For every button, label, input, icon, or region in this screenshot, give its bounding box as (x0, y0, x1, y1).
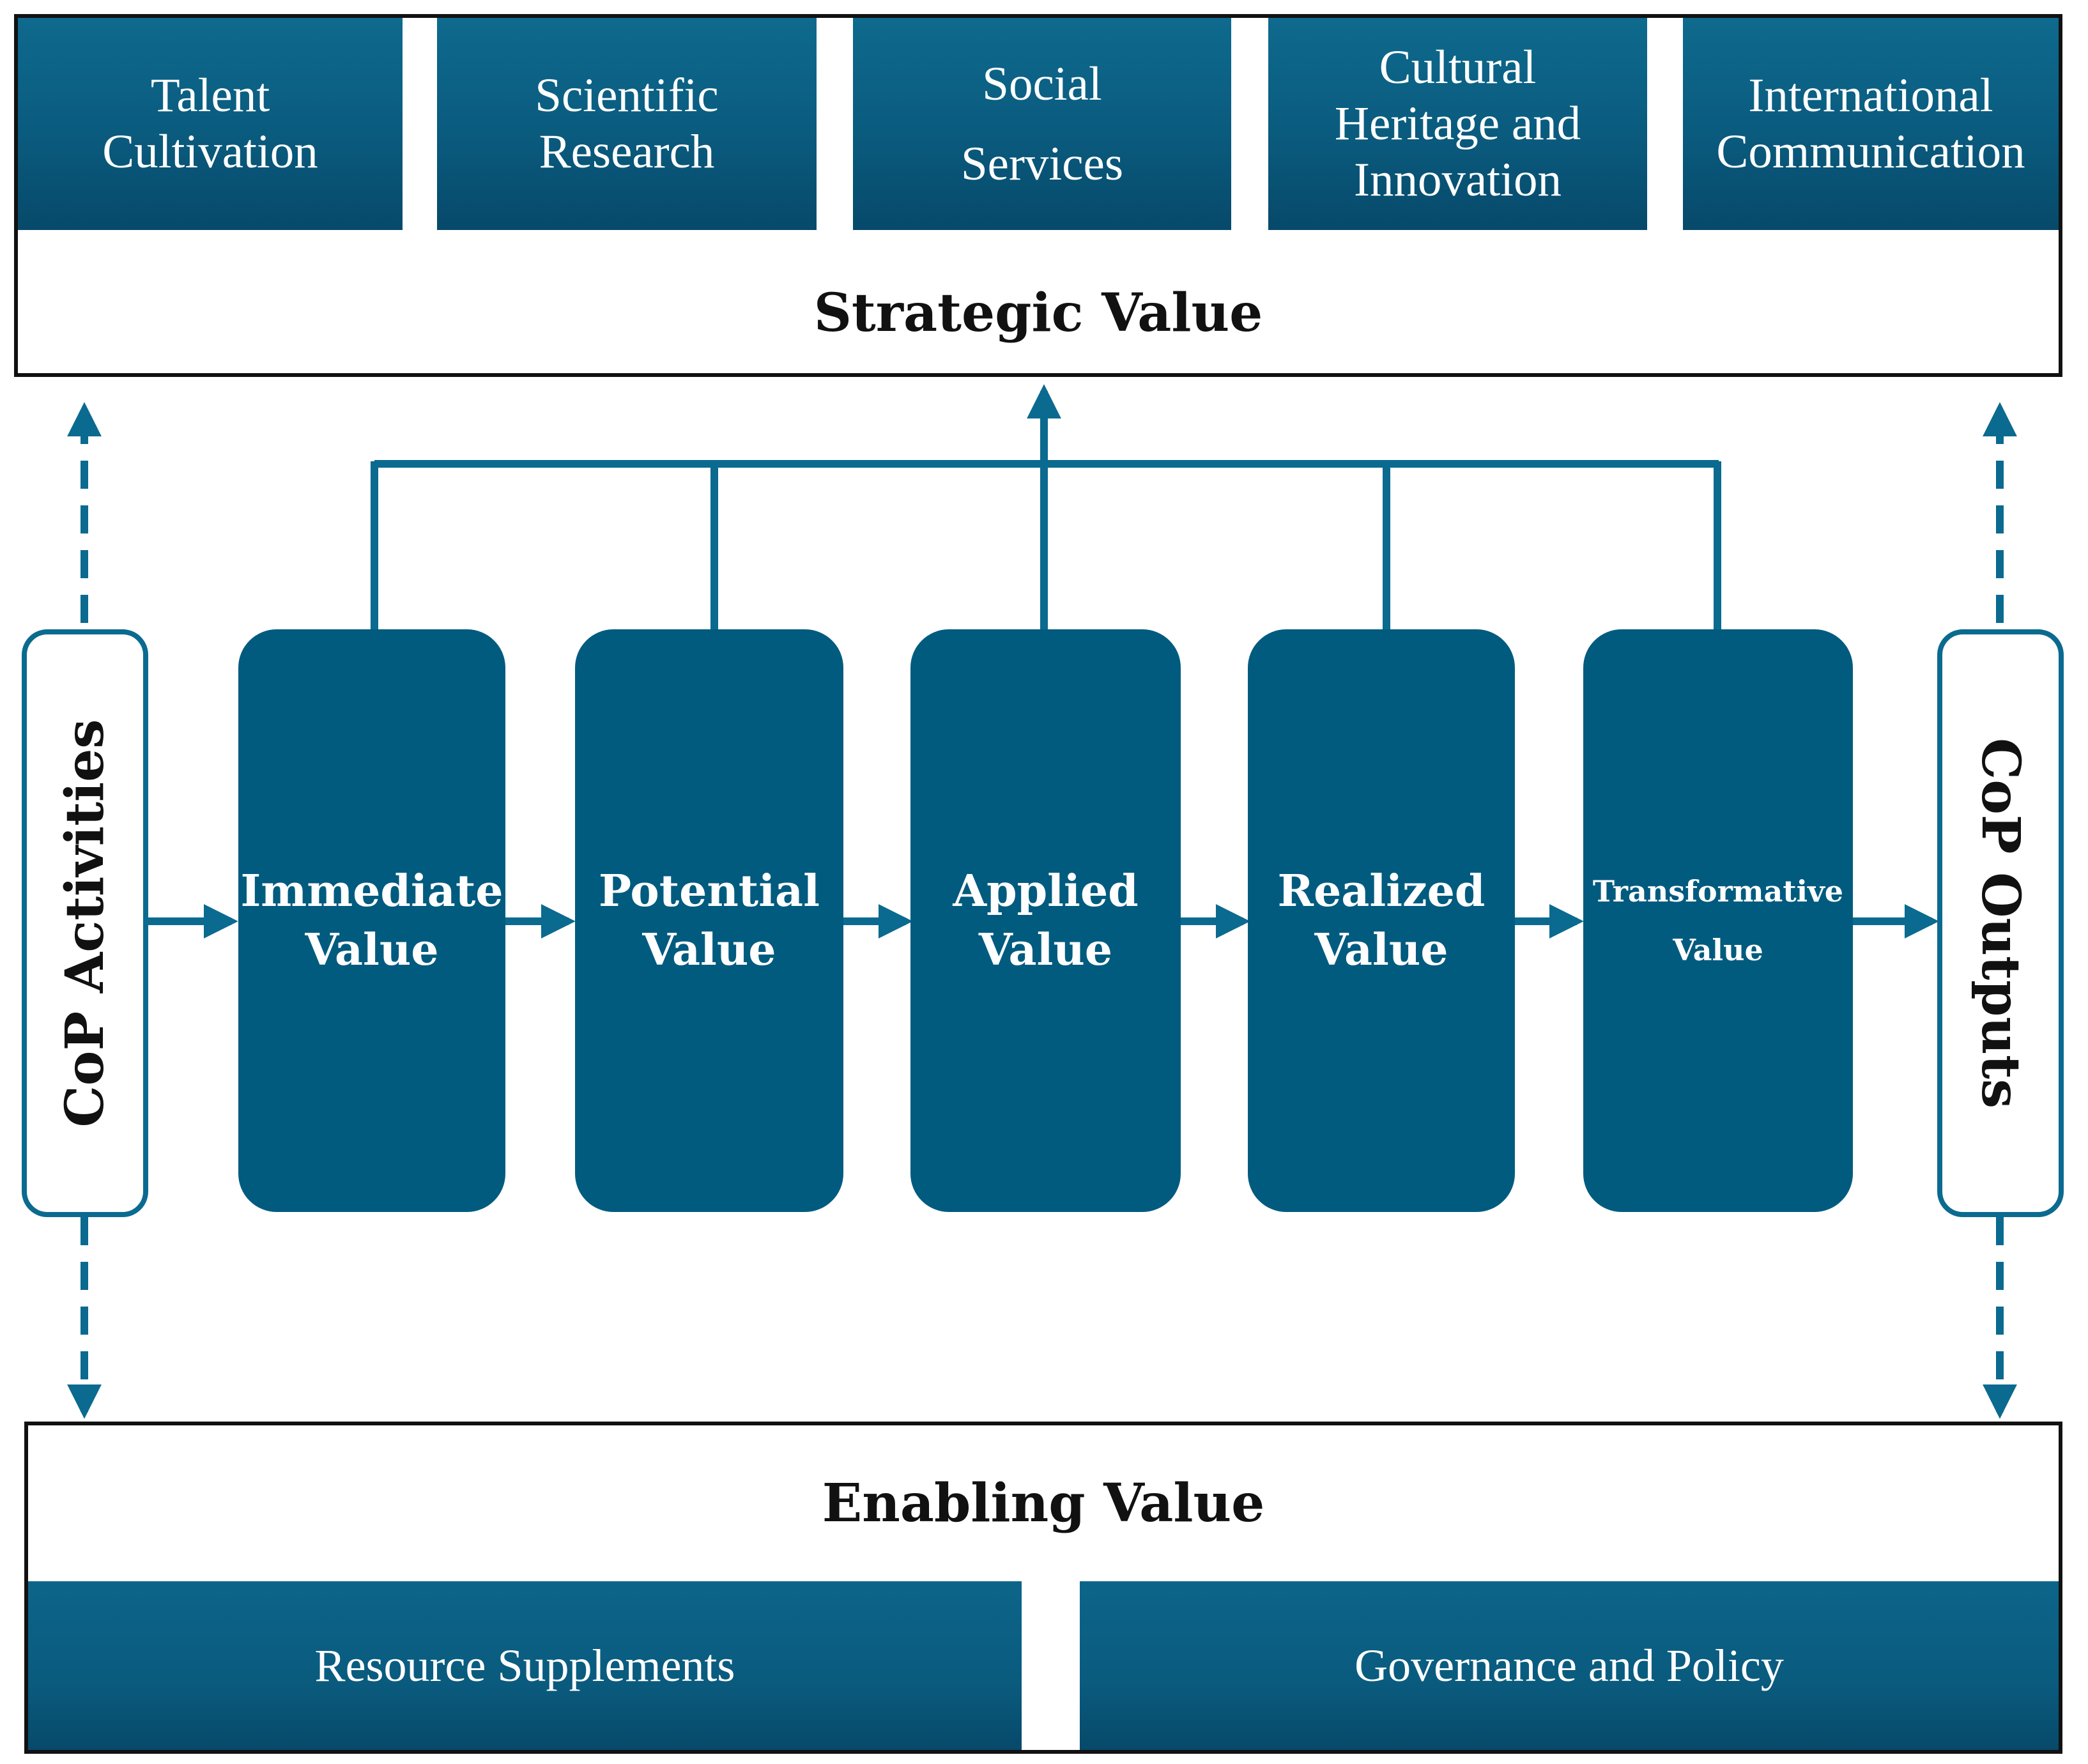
strategic-item-cultural-heritage: Cultural Heritage and Innovation (1268, 18, 1647, 230)
stage-transformative-value: Transformative Value (1583, 629, 1853, 1212)
strategic-item-international-communication: International Communication (1683, 18, 2059, 230)
stage-label: Transformative Value (1592, 874, 1844, 967)
stage-applied-value: Applied Value (910, 629, 1181, 1212)
stage-immediate-value: Immediate Value (238, 629, 505, 1212)
strategic-item-label: Scientific Research (535, 69, 719, 178)
stage-label: Potential Value (599, 866, 820, 976)
stage-label: Applied Value (953, 866, 1139, 976)
strategic-item-social-services: Social Services (853, 18, 1231, 230)
strategic-value-title: Strategic Value (813, 282, 1263, 344)
enabling-item-label: Resource Supplements (314, 1639, 735, 1691)
strategic-item-scientific-research: Scientific Research (437, 18, 817, 230)
cop-outputs-box: CoP Outputs (1937, 629, 2064, 1217)
stage-label: Immediate Value (240, 866, 503, 976)
enabling-value-title: Enabling Value (822, 1472, 1265, 1534)
stage-label: Realized Value (1277, 866, 1485, 976)
strategic-item-label: Social Services (960, 58, 1124, 190)
enabling-item-governance-policy: Governance and Policy (1080, 1581, 2059, 1750)
stage-realized-value: Realized Value (1248, 629, 1515, 1212)
stage-potential-value: Potential Value (575, 629, 843, 1212)
strategic-item-label: Cultural Heritage and Innovation (1334, 41, 1581, 206)
cop-activities-box: CoP Activities (22, 629, 148, 1217)
strategic-item-talent-cultivation: Talent Cultivation (18, 18, 403, 230)
strategic-item-label: Talent Cultivation (102, 69, 318, 178)
cop-outputs-label: CoP Outputs (1970, 737, 2031, 1109)
strategic-item-label: International Communication (1716, 69, 2025, 178)
enabling-item-label: Governance and Policy (1355, 1639, 1784, 1691)
cop-activities-label: CoP Activities (54, 719, 116, 1128)
enabling-item-resource-supplements: Resource Supplements (28, 1581, 1022, 1750)
